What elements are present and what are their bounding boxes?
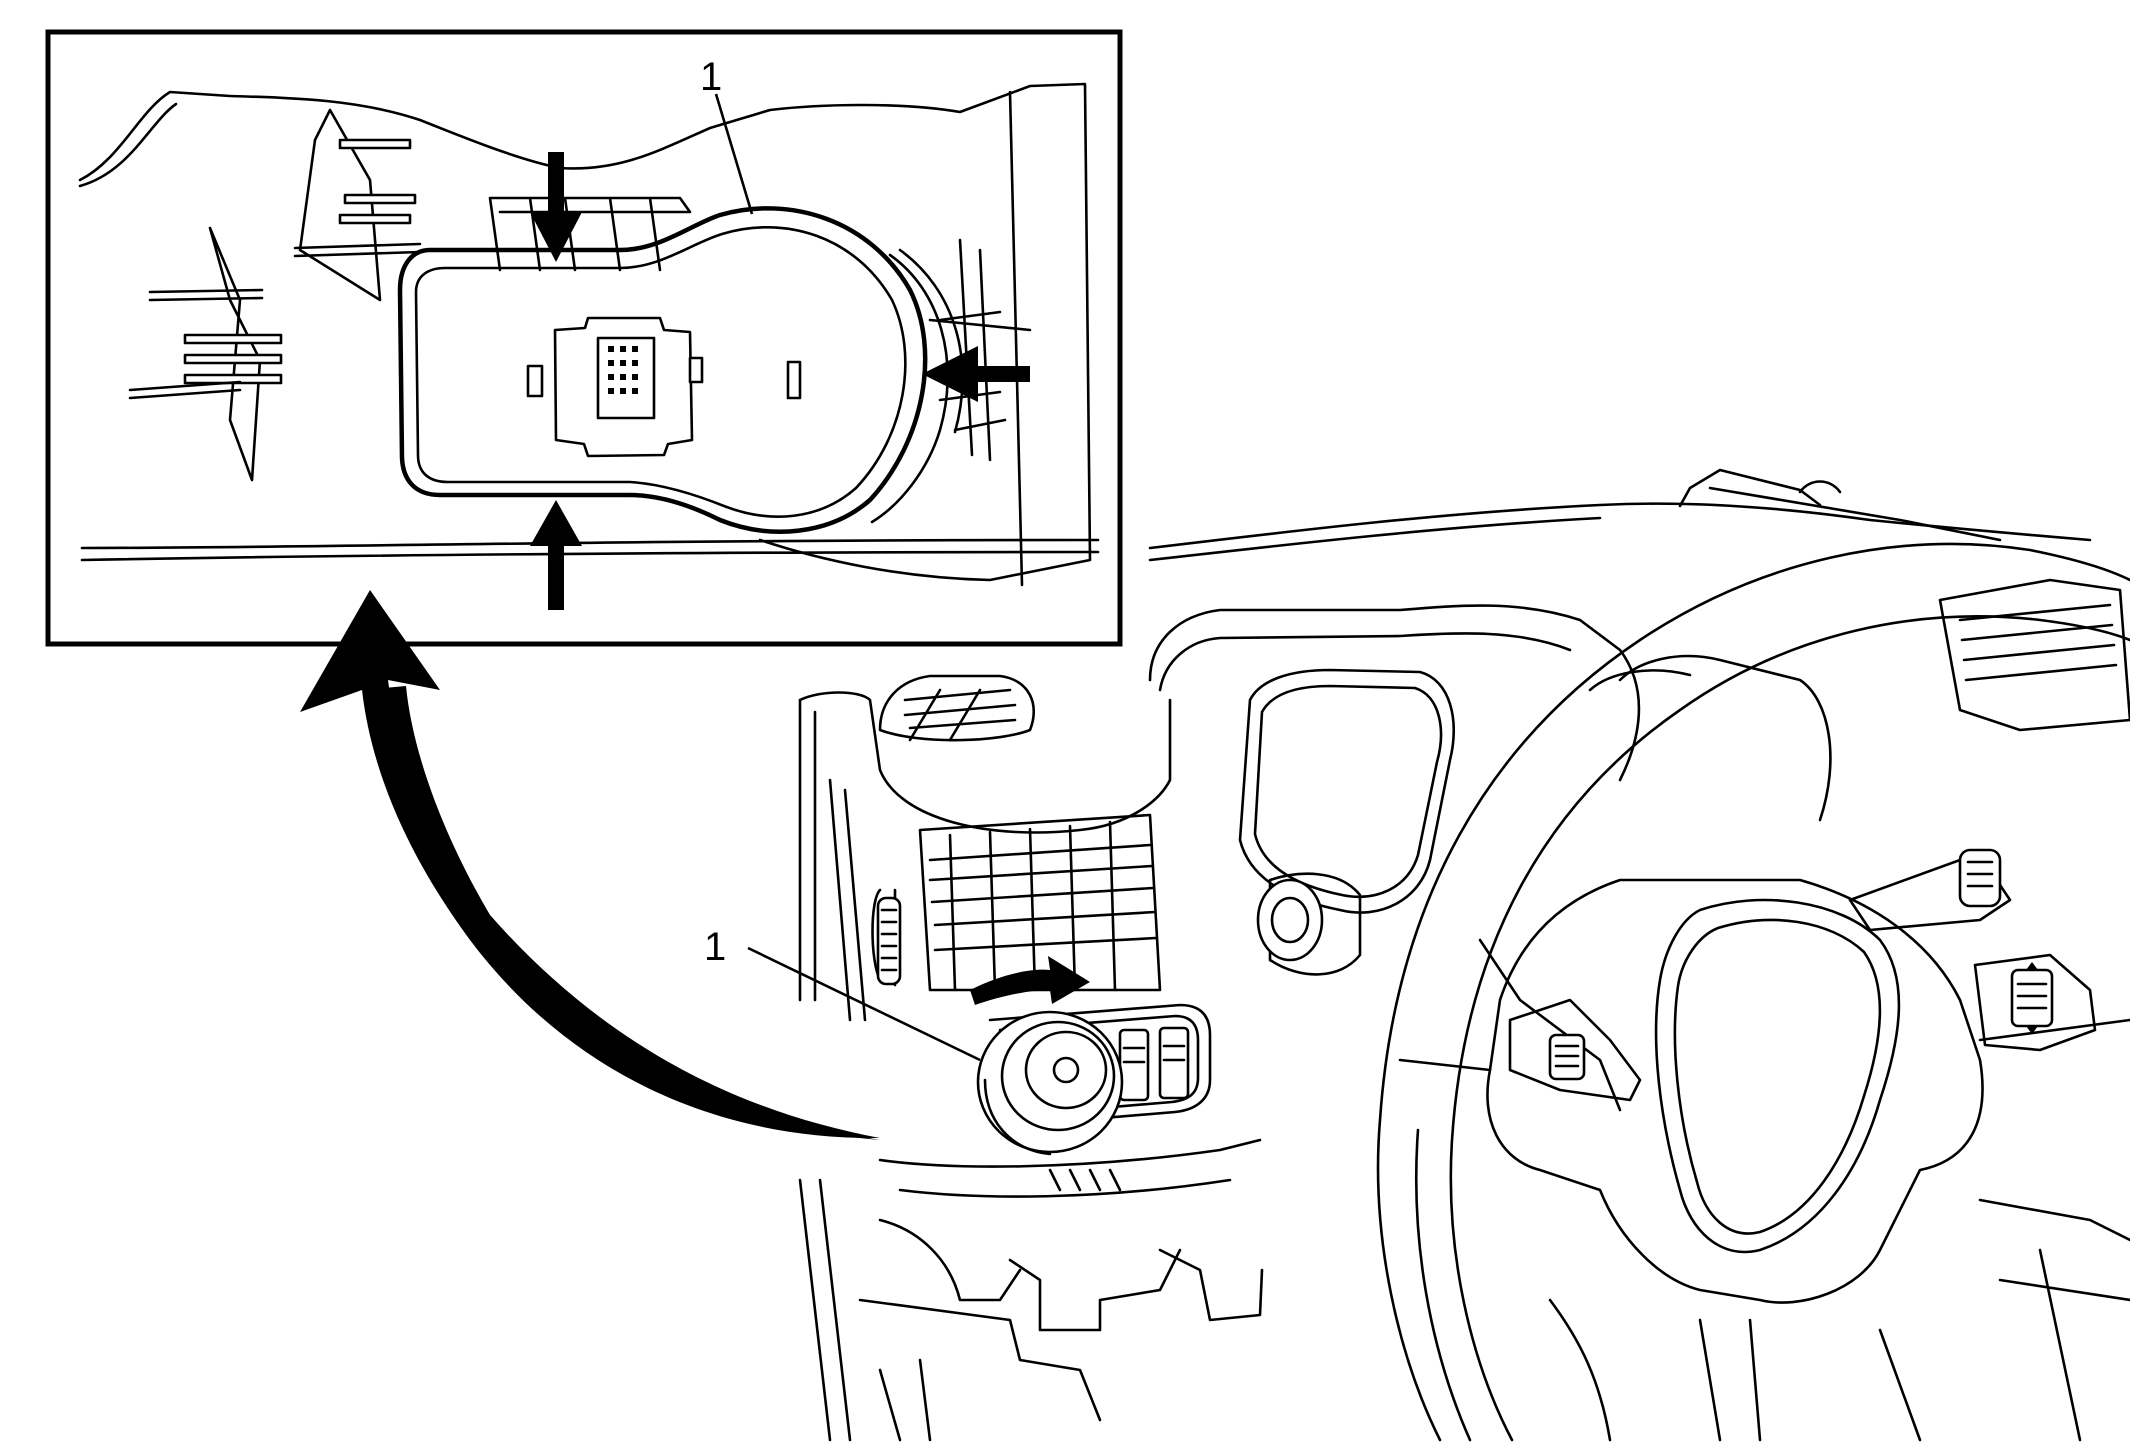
wiper-stalk xyxy=(1848,848,2012,932)
release-arrow-bottom xyxy=(530,500,582,610)
inset-dash-edge xyxy=(80,538,1100,550)
turn-arrow xyxy=(970,956,1090,1005)
dashboard-scene: 1 xyxy=(704,468,2130,1442)
right-side-vent xyxy=(1938,578,2130,732)
removal-direction-arrow xyxy=(300,590,880,1139)
inset-callout-label: 1 xyxy=(700,55,722,99)
housing-slot xyxy=(786,360,802,400)
detail-inset: 1 xyxy=(45,29,1123,647)
release-arrow-right xyxy=(922,346,1030,402)
electrical-connector xyxy=(526,316,704,458)
inset-callout-leader xyxy=(714,93,754,215)
right-clip-bracket xyxy=(938,238,1007,462)
steering-wheel-hub xyxy=(1398,878,2130,1304)
main-callout-label: 1 xyxy=(704,925,726,969)
main-callout-leader xyxy=(747,946,981,1062)
dash-top-line xyxy=(1148,502,2092,550)
right-wheel-switch xyxy=(1973,953,2097,1052)
steering-wheel-rim xyxy=(1376,542,2130,1442)
headlamp-switch xyxy=(976,1003,1212,1156)
release-arrow-top xyxy=(530,152,582,262)
steering-column xyxy=(1268,872,1362,976)
switch-housing-outline xyxy=(397,206,928,534)
left-clip-brackets xyxy=(128,108,422,482)
left-wheel-switch xyxy=(1508,998,1642,1102)
inset-dash-contour xyxy=(78,82,1092,582)
center-vent-grille xyxy=(871,813,1162,992)
instrument-cluster-hood xyxy=(1148,604,1641,782)
air-vent-top xyxy=(878,674,1035,742)
